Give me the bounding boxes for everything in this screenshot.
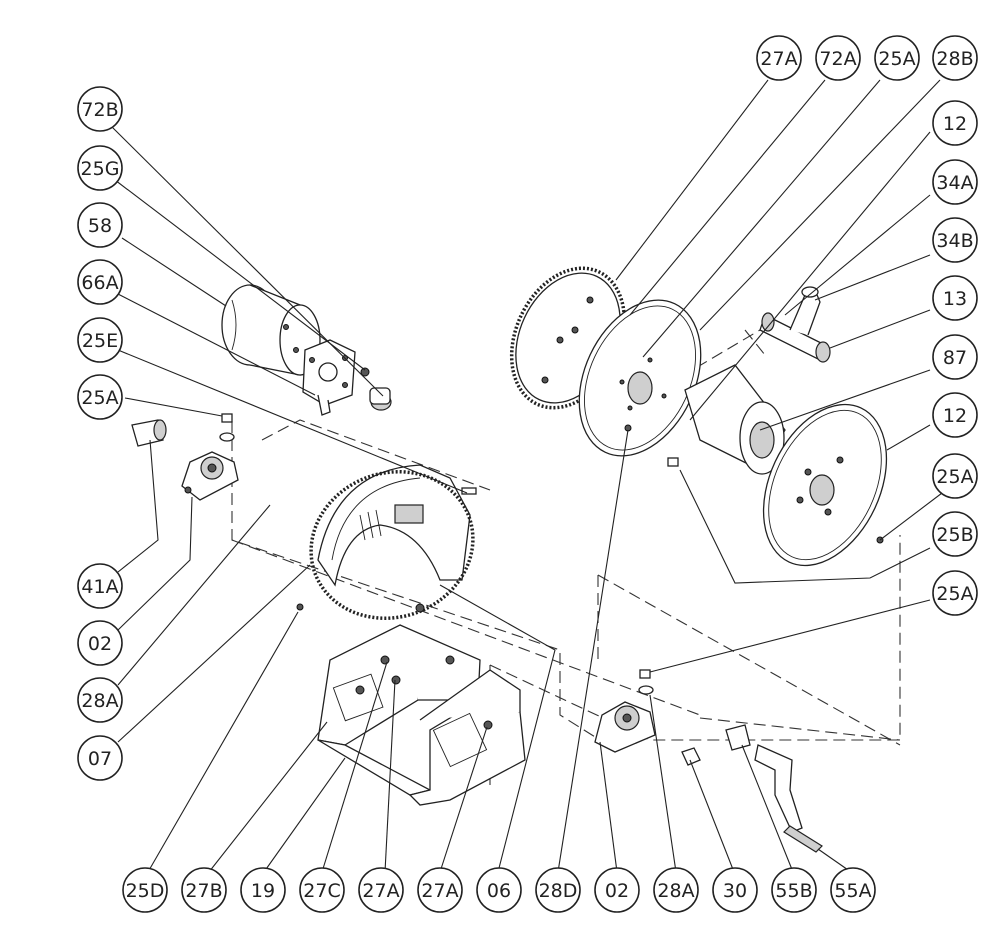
svg-text:07: 07 xyxy=(88,748,112,770)
bolt-25b xyxy=(667,457,679,467)
svg-text:19: 19 xyxy=(251,880,275,902)
svg-text:13: 13 xyxy=(943,288,967,310)
balloon-25d: 25D xyxy=(122,867,168,913)
svg-text:72B: 72B xyxy=(81,99,118,121)
balloon-25g: 25G xyxy=(77,145,123,191)
svg-text:12: 12 xyxy=(943,113,967,135)
svg-text:25A: 25A xyxy=(936,466,973,488)
svg-text:41A: 41A xyxy=(81,576,118,598)
frame-19 xyxy=(296,603,526,806)
svg-text:55A: 55A xyxy=(834,880,871,902)
svg-text:02: 02 xyxy=(88,633,112,655)
chain-guard-07 xyxy=(317,464,471,587)
motor-bracket-66a xyxy=(302,339,356,416)
svg-text:27B: 27B xyxy=(185,880,222,902)
bearing-02-left xyxy=(181,451,239,501)
svg-text:25B: 25B xyxy=(936,524,973,546)
balloon-12-mid: 12 xyxy=(932,392,978,438)
svg-text:27A: 27A xyxy=(760,48,797,70)
balloon-28b: 28B xyxy=(932,35,978,81)
svg-text:34A: 34A xyxy=(936,172,973,194)
nut-25a-left xyxy=(219,413,235,442)
svg-text:34B: 34B xyxy=(936,230,973,252)
balloon-27c: 27C xyxy=(299,867,345,913)
svg-text:28D: 28D xyxy=(539,880,578,902)
balloon-34b: 34B xyxy=(932,217,978,263)
svg-text:72A: 72A xyxy=(819,48,856,70)
drum-13 xyxy=(684,364,786,475)
balloon-25a-r1: 25A xyxy=(932,453,978,499)
balloon-27a-b1: 27A xyxy=(358,867,404,913)
svg-text:12: 12 xyxy=(943,405,967,427)
balloon-72b: 72B xyxy=(77,86,123,132)
balloon-30: 30 xyxy=(712,867,758,913)
balloon-41a: 41A xyxy=(77,563,123,609)
balloon-13: 13 xyxy=(932,275,978,321)
balloon-28d: 28D xyxy=(535,867,581,913)
balloon-27a-top: 27A xyxy=(756,35,802,81)
flange-12-right xyxy=(762,403,888,567)
svg-text:58: 58 xyxy=(88,215,112,237)
balloon-87: 87 xyxy=(932,334,978,380)
balloon-25e: 25E xyxy=(77,317,123,363)
balloon-12-top: 12 xyxy=(932,100,978,146)
balloon-28a-left: 28A xyxy=(77,677,123,723)
balloon-55a: 55A xyxy=(830,867,876,913)
coupling-41a xyxy=(131,419,167,447)
svg-text:25A: 25A xyxy=(81,387,118,409)
balloon-27b: 27B xyxy=(181,867,227,913)
svg-text:27A: 27A xyxy=(421,880,458,902)
balloon-25a-top: 25A xyxy=(874,35,920,81)
balloon-02-left: 02 xyxy=(77,620,123,666)
crank-55b-55a xyxy=(725,724,823,853)
chain-06 xyxy=(309,470,475,620)
svg-text:25D: 25D xyxy=(126,880,165,902)
balloon-34a: 34A xyxy=(932,159,978,205)
svg-text:25E: 25E xyxy=(82,330,118,352)
svg-text:28A: 28A xyxy=(657,880,694,902)
svg-text:27A: 27A xyxy=(362,880,399,902)
nut-30 xyxy=(681,747,701,766)
svg-text:02: 02 xyxy=(605,880,629,902)
svg-text:27C: 27C xyxy=(303,880,340,902)
balloon-72a: 72A xyxy=(815,35,861,81)
balloon-55b: 55B xyxy=(771,867,817,913)
svg-text:28B: 28B xyxy=(936,48,973,70)
riser-34a-34b xyxy=(759,286,831,363)
leader-lines xyxy=(111,79,947,873)
balloon-25b: 25B xyxy=(932,511,978,557)
svg-text:25A: 25A xyxy=(936,583,973,605)
balloon-58: 58 xyxy=(77,202,123,248)
svg-text:28A: 28A xyxy=(81,690,118,712)
balloon-07: 07 xyxy=(77,735,123,781)
motor-58 xyxy=(221,284,321,376)
balloon-27a-b2: 27A xyxy=(417,867,463,913)
svg-text:25G: 25G xyxy=(81,158,120,180)
svg-text:30: 30 xyxy=(723,880,747,902)
balloon-25a-left: 25A xyxy=(77,374,123,420)
svg-text:06: 06 xyxy=(487,880,511,902)
svg-text:55B: 55B xyxy=(775,880,812,902)
bearing-02-right xyxy=(594,669,656,753)
balloon-06: 06 xyxy=(476,867,522,913)
balloon-25a-r2: 25A xyxy=(932,570,978,616)
balloon-28a-bottom: 28A xyxy=(653,867,699,913)
balloon-02-bottom: 02 xyxy=(594,867,640,913)
svg-text:66A: 66A xyxy=(81,272,118,294)
balloon-19: 19 xyxy=(240,867,286,913)
balloon-66a: 66A xyxy=(77,259,123,305)
svg-text:87: 87 xyxy=(943,347,967,369)
bolt-25g xyxy=(360,367,370,377)
svg-text:25A: 25A xyxy=(878,48,915,70)
drive-sprocket-72b xyxy=(369,387,392,411)
bolt-25e xyxy=(461,487,477,495)
